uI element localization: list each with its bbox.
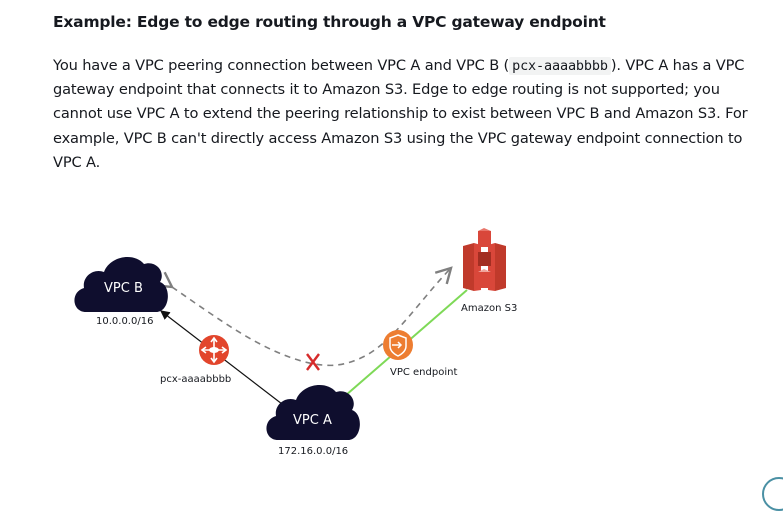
vpc-a-label: VPC A: [293, 413, 332, 428]
feedback-icon[interactable]: [762, 477, 783, 511]
blocked-route-path: [155, 266, 453, 367]
blocked-x-icon: [306, 353, 320, 371]
vpc-b-cloud-icon: [74, 257, 168, 312]
peering-id-code: pcx-aaaabbbb: [509, 57, 611, 75]
vpc-b-cidr: 10.0.0.0/16: [96, 316, 154, 327]
vpc-b-label: VPC B: [104, 281, 143, 296]
s3-bucket-icon: [463, 228, 506, 291]
vpc-endpoint-label: VPC endpoint: [390, 367, 458, 378]
amazon-s3-label: Amazon S3: [461, 303, 518, 314]
peering-label: pcx-aaaabbbb: [160, 374, 232, 385]
vpc-a-cloud-icon: [266, 385, 360, 440]
description-paragraph: You have a VPC peering connection betwee…: [53, 54, 753, 175]
edge-routing-diagram: [74, 228, 506, 440]
vpc-endpoint-icon: [383, 330, 413, 360]
paragraph-text-start: You have a VPC peering connection betwee…: [53, 57, 510, 74]
router-icon: [199, 335, 229, 365]
paragraph-text-end: ). VPC A has a VPC gateway endpoint that…: [53, 57, 748, 171]
vpc-a-cidr: 172.16.0.0/16: [278, 446, 349, 457]
page-heading: Example: Edge to edge routing through a …: [53, 13, 606, 31]
